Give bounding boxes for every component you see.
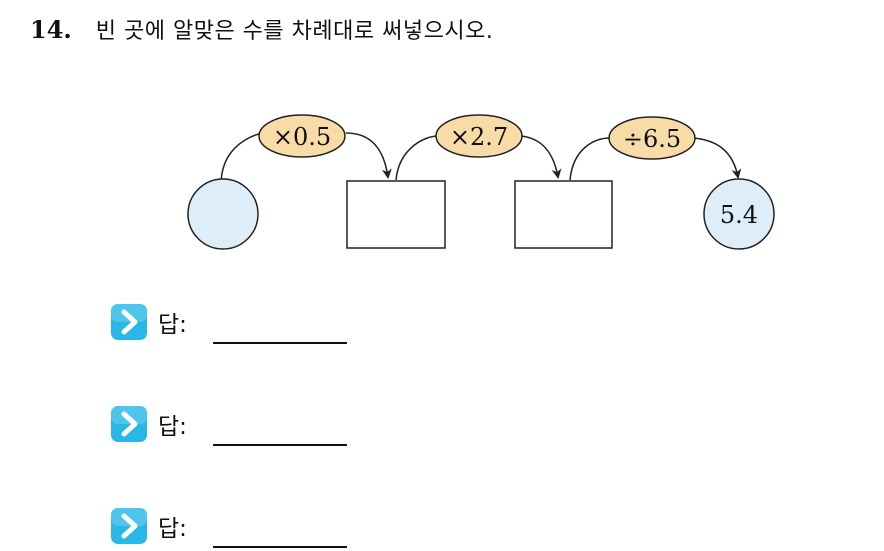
answer-label: 답:: [158, 312, 187, 338]
chevron-right-icon: [111, 508, 147, 544]
answer-box-1[interactable]: [346, 180, 446, 249]
operation-diagram: 5.4 ×0.5 ×2.7 ÷6.5: [187, 114, 775, 250]
answer-row-1: 답:: [110, 303, 370, 344]
operation-oval-2: [435, 114, 523, 158]
operation-oval-3: [608, 116, 696, 160]
answer-row-3: 답:: [110, 507, 370, 548]
operation-oval-1: [258, 114, 346, 158]
answer-label: 답:: [158, 414, 187, 440]
final-circle: [703, 178, 775, 250]
answer-blank-3[interactable]: [213, 546, 347, 548]
arrow-curve-3: [569, 137, 738, 180]
operation-label-1: ×0.5: [273, 123, 331, 151]
start-circle[interactable]: [187, 178, 259, 250]
chevron-right-icon: [111, 304, 147, 340]
answer-row-2: 답:: [110, 405, 370, 446]
answer-blank-1[interactable]: [213, 342, 347, 344]
question-text: 빈 곳에 알맞은 수를 차례대로 써넣으시오.: [95, 19, 494, 44]
answer-label: 답:: [158, 516, 187, 542]
operation-label-2: ×2.7: [450, 123, 508, 151]
arrow-curve-2: [395, 135, 558, 180]
answer-box-2[interactable]: [514, 180, 613, 249]
question-number: 14.: [30, 14, 72, 44]
final-value: 5.4: [720, 201, 758, 229]
chevron-right-icon: [111, 406, 147, 442]
question-header: 14. 빈 곳에 알맞은 수를 차례대로 써넣으시오.: [30, 12, 493, 46]
operation-label-3: ÷6.5: [623, 125, 681, 153]
answer-blank-2[interactable]: [213, 444, 347, 446]
